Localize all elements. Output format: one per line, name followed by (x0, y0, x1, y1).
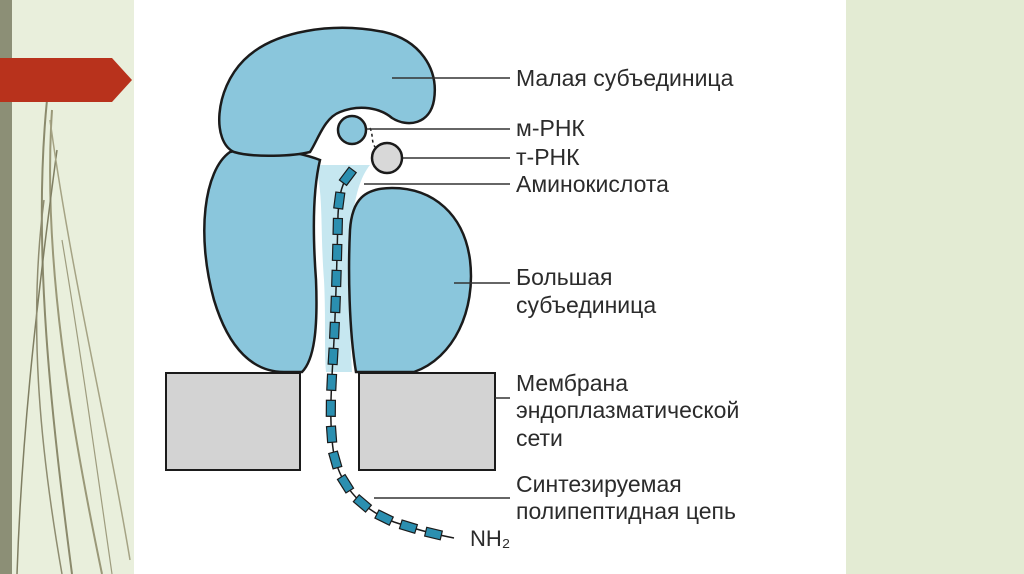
amino-acid-bead (333, 218, 342, 234)
amino-acid-bead (399, 520, 417, 533)
large-subunit-right-lobe (349, 188, 471, 372)
label-polypeptide-1: Синтезируемая (516, 470, 682, 499)
er-membrane-left (166, 373, 300, 470)
mrna-circle (338, 116, 366, 144)
label-small-subunit: Малая субъединица (516, 64, 733, 93)
amino-acid-bead (328, 348, 338, 364)
amino-acid-bead (331, 296, 341, 312)
amino-acid-bead (334, 192, 345, 209)
amino-acid-bead (332, 244, 341, 260)
trna-circle (372, 143, 402, 173)
amino-acid-bead (330, 322, 340, 338)
amino-acid-bead (425, 527, 443, 539)
label-membrane-3: сети (516, 424, 563, 453)
label-mrna: м-РНК (516, 114, 585, 143)
amino-acid-bead (327, 374, 337, 390)
label-nh2: NH₂ (470, 524, 510, 553)
amino-acid-bead (326, 426, 336, 443)
ribosome-diagram (134, 0, 846, 574)
label-membrane-1: Мембрана (516, 369, 628, 398)
amino-acid-bead (329, 451, 342, 469)
amino-acid-bead (337, 475, 353, 493)
label-trna: т-РНК (516, 143, 580, 172)
label-amino-acid: Аминокислота (516, 170, 669, 199)
label-polypeptide-2: полипептидная цепь (516, 497, 736, 526)
right-background (846, 0, 1024, 574)
large-subunit-left-lobe (204, 149, 320, 372)
amino-acid-bead (332, 270, 341, 286)
amino-acid-bead (375, 510, 393, 525)
er-membrane-right (359, 373, 495, 470)
section-arrow-marker (0, 58, 132, 102)
diagram-panel: Малая субъединица м-РНК т-РНК Аминокисло… (134, 0, 846, 574)
label-membrane-2: эндоплазматической (516, 396, 739, 425)
small-subunit (219, 28, 435, 156)
amino-acid-bead (326, 400, 335, 416)
label-large-subunit-1: Большая (516, 263, 612, 292)
label-large-subunit-2: субъединица (516, 291, 656, 320)
